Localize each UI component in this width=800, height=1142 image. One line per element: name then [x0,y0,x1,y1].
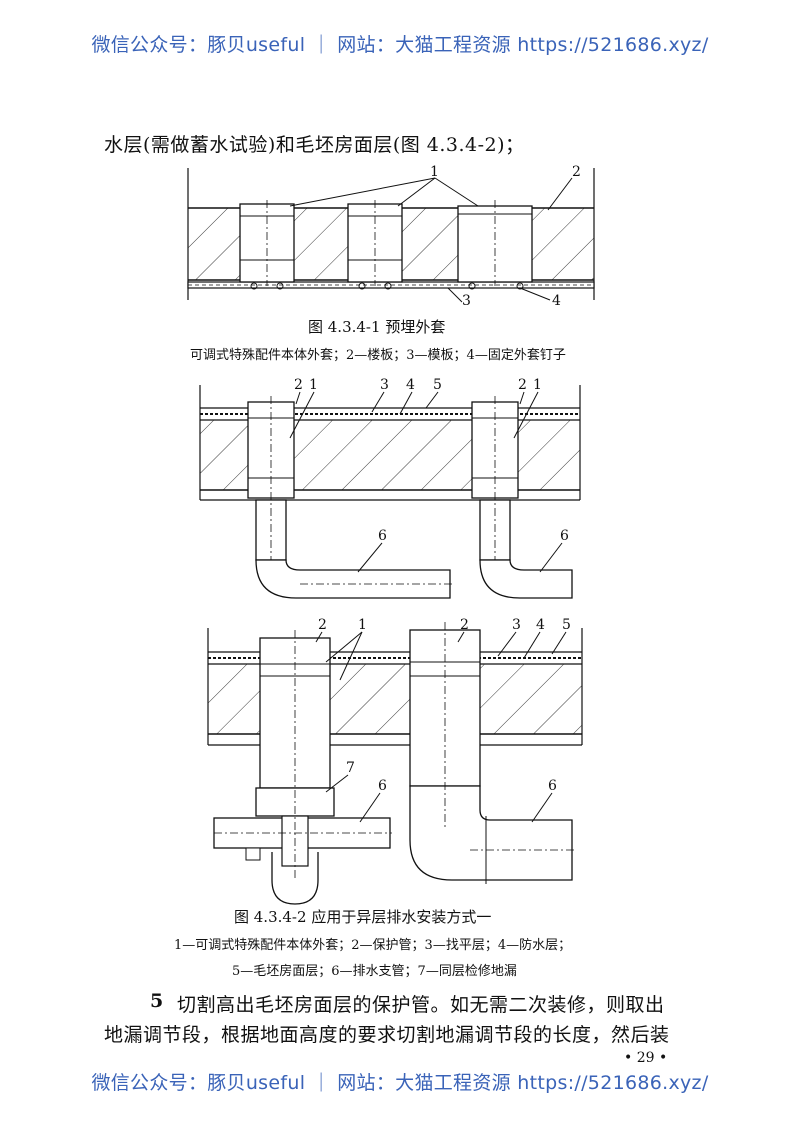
paragraph-number: 5 [150,990,164,1012]
fig1-label-2: 2 [572,164,581,180]
paragraph-line2: 地漏调节段，根据地面高度的要求切割地漏调节段的长度，然后装 [104,1024,670,1046]
fig2a-label-1: 1 [309,377,318,393]
fig2a-label-4: 4 [406,377,415,393]
fig2b-label-5: 5 [562,617,571,633]
fig2a-label-6: 6 [378,528,387,544]
paragraph-line1: 切割高出毛坯房面层的保护管。如无需二次装修，则取出 [177,994,665,1016]
fig1-label-3: 3 [462,293,471,309]
fig2b-label-3: 3 [512,617,521,633]
fig2a-label-2b: 2 [518,377,527,393]
fig2b-label-6b: 6 [548,778,557,794]
watermark-bottom: 微信公众号：豚贝useful ｜ 网站：大猫工程资源 https://52168… [91,1072,709,1094]
intro-line: 水层(需做蓄水试验)和毛坯房面层(图 4.3.4-2)； [104,134,525,156]
fig1-label-1: 1 [430,164,439,180]
figure2-legend-line2: 5—毛坯房面层；6—排水支管；7—同层检修地漏 [232,964,517,979]
fig2a-label-1b: 1 [533,377,542,393]
figure1-legend: 可调式特殊配件本体外套；2—楼板；3—模板；4—固定外套钉子 [190,348,566,363]
figure2-legend-line1: 1—可调式特殊配件本体外套；2—保护管；3—找平层；4—防水层； [174,938,572,953]
fig2b-label-1: 1 [358,617,367,633]
fig2b-label-6: 6 [378,778,387,794]
page-number: • 29 • [624,1050,668,1066]
fig2b-label-4: 4 [536,617,545,633]
figure1-drawing: 1 2 3 4 [187,164,595,309]
fig2b-label-2b: 2 [460,617,469,633]
fig2a-label-2: 2 [294,377,303,393]
fig2b-label-2: 2 [318,617,327,633]
fig2a-label-3: 3 [380,377,389,393]
figure1-caption: 图 4.3.4-1 预埋外套 [308,318,446,336]
fig2b-label-7: 7 [346,760,355,776]
figure2-caption: 图 4.3.4-2 应用于异层排水安装方式一 [234,908,492,926]
fig1-label-4: 4 [552,293,561,309]
fig2a-label-6b: 6 [560,528,569,544]
watermark-top: 微信公众号：豚贝useful ｜ 网站：大猫工程资源 https://52168… [91,34,709,56]
fig2a-label-5: 5 [433,377,442,393]
figure2b-drawing: 2 1 2 3 4 5 7 6 6 [207,617,583,905]
figure2a-drawing: 2 1 3 4 5 2 1 6 6 [199,377,581,599]
